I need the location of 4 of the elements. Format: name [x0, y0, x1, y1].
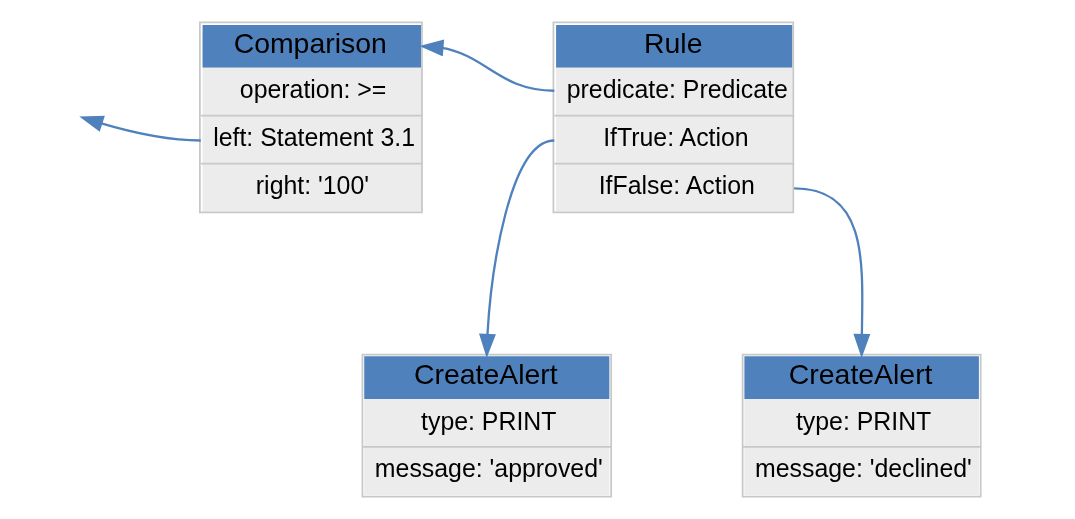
arrow — [78, 115, 201, 142]
arrow — [793, 187, 870, 359]
arrow — [478, 139, 555, 359]
arrow — [418, 39, 554, 92]
